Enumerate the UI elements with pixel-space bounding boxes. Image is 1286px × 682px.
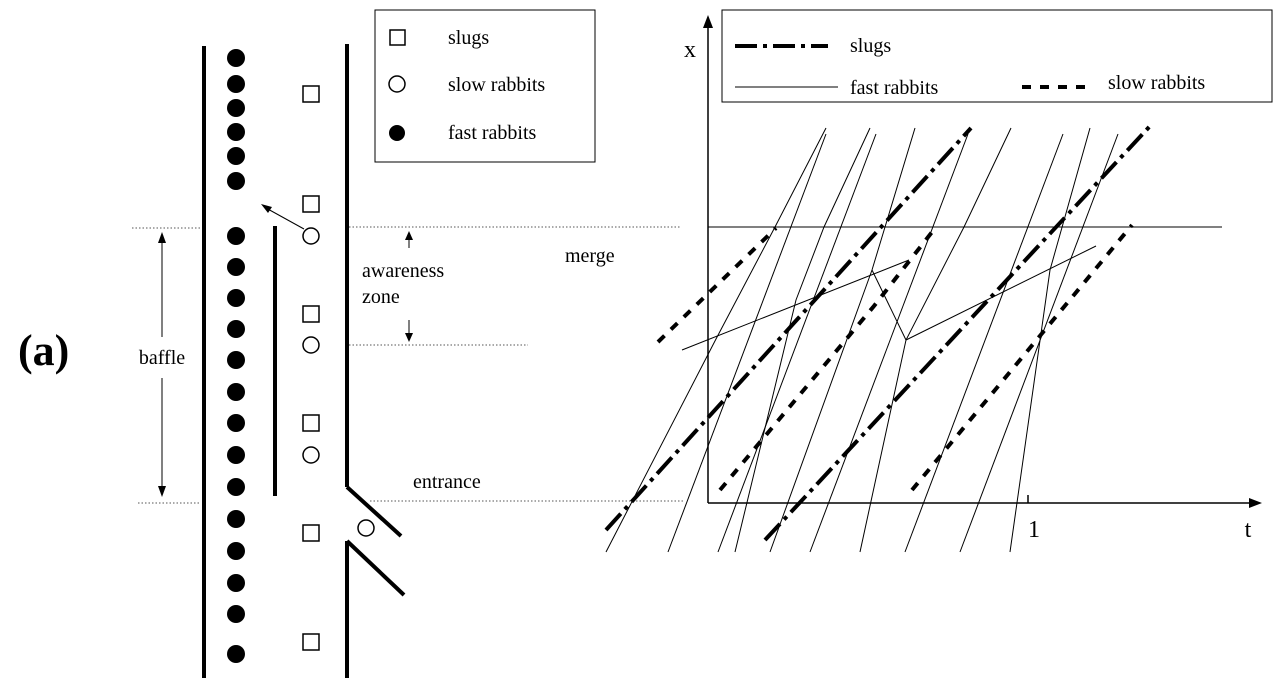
lane-legend-box	[374, 9, 596, 163]
entrance-ramp-upper	[345, 485, 403, 538]
fast-rabbit-trajectories	[605, 127, 1119, 553]
fast-rabbit-marker	[227, 351, 245, 369]
entrance-ramp-lower	[345, 539, 406, 597]
entrance-label: entrance	[413, 471, 481, 493]
slow-rabbit-path	[718, 225, 938, 492]
slug-marker	[302, 414, 320, 432]
merge-arrow-head	[261, 204, 272, 213]
fast-rabbit-marker	[227, 258, 245, 276]
legend-slow-rabbits-label: slow rabbits	[1108, 72, 1205, 94]
baffle-arrow-up	[158, 232, 166, 243]
legend-filled-circle-symbol	[389, 125, 405, 141]
slug-path	[763, 123, 1153, 542]
merge-transition-path	[871, 269, 907, 341]
slow-rabbit-markers	[302, 227, 375, 537]
fast-rabbit-marker	[227, 478, 245, 496]
merge-arrow-line	[265, 207, 305, 230]
fast-rabbit-path	[959, 133, 1119, 553]
slow-rabbit-path	[656, 226, 778, 344]
slow-rabbit-marker	[302, 227, 320, 245]
merge-transition-path	[905, 245, 1097, 341]
slug-marker	[302, 305, 320, 323]
slug-trajectories	[604, 123, 1153, 542]
fast-rabbit-marker	[227, 574, 245, 592]
slug-marker	[302, 633, 320, 651]
baffle-arrow-down	[158, 486, 166, 497]
fast-rabbit-marker	[227, 99, 245, 117]
t-axis-arrowhead	[1249, 498, 1262, 508]
fast-rabbit-marker	[227, 227, 245, 245]
fast-rabbit-marker	[227, 605, 245, 623]
awareness-label-line2: zone	[362, 286, 400, 308]
fast-rabbit-marker	[227, 645, 245, 663]
legend-open-circle-symbol	[388, 75, 406, 93]
merge-transition-path	[681, 259, 910, 351]
legend-slugs-label: slugs	[448, 27, 489, 49]
slow-rabbit-marker	[302, 336, 320, 354]
baffle-label: baffle	[139, 347, 185, 369]
slug-path	[604, 126, 973, 532]
fast-rabbit-marker	[227, 510, 245, 528]
lane-legend: slugs slow rabbits fast rabbits	[374, 9, 596, 163]
slug-markers	[302, 85, 320, 651]
fast-rabbit-marker	[227, 289, 245, 307]
fast-rabbit-marker	[227, 123, 245, 141]
awareness-arrow-up	[405, 231, 413, 240]
fast-rabbit-marker	[227, 414, 245, 432]
fast-rabbit-path	[904, 133, 1064, 553]
merge-label: merge	[565, 245, 615, 267]
slug-marker	[302, 524, 320, 542]
fast-rabbit-path	[717, 133, 877, 553]
fast-rabbit-marker	[227, 446, 245, 464]
slug-marker	[302, 85, 320, 103]
slug-marker	[302, 195, 320, 213]
lane-diagram: baffle awareness zone merge entrance slu…	[132, 9, 685, 678]
awareness-arrow-down	[405, 333, 413, 342]
fast-rabbit-marker	[227, 542, 245, 560]
fast-rabbit-path	[605, 127, 827, 553]
fast-rabbit-marker	[227, 383, 245, 401]
slow-rabbit-path	[910, 223, 1134, 492]
awareness-label-line1: awareness	[362, 260, 444, 282]
slow-rabbit-trajectories	[656, 223, 1134, 492]
fast-rabbit-path	[859, 127, 1012, 553]
fast-rabbit-path	[809, 133, 969, 553]
x-axis-arrowhead	[703, 15, 713, 28]
fast-rabbit-marker	[227, 49, 245, 67]
x-axis-label: x	[684, 37, 696, 63]
legend-fast-rabbits-label: fast rabbits	[448, 122, 537, 144]
legend-fast-rabbits-label: fast rabbits	[850, 77, 939, 99]
spacetime-legend: slugs fast rabbits slow rabbits	[721, 9, 1273, 103]
fast-rabbit-path	[769, 127, 916, 553]
fast-rabbit-marker	[227, 75, 245, 93]
legend-square-symbol	[389, 29, 406, 46]
legend-slow-rabbits-label: slow rabbits	[448, 74, 545, 96]
fast-rabbit-path	[734, 127, 871, 553]
t-axis-label: t	[1245, 517, 1252, 543]
slow-rabbit-marker	[357, 519, 375, 537]
fast-rabbit-marker	[227, 172, 245, 190]
fast-rabbit-path	[1009, 127, 1091, 553]
tick-label: 1	[1028, 517, 1040, 543]
fast-rabbit-column	[227, 49, 245, 663]
legend-slugs-label: slugs	[850, 35, 891, 57]
fast-rabbit-marker	[227, 147, 245, 165]
fast-rabbit-marker	[227, 320, 245, 338]
slow-rabbit-marker	[302, 446, 320, 464]
fast-rabbit-path	[667, 133, 827, 553]
spacetime-diagram: 1 t x	[604, 9, 1273, 553]
panel-label: (a)	[18, 326, 69, 375]
